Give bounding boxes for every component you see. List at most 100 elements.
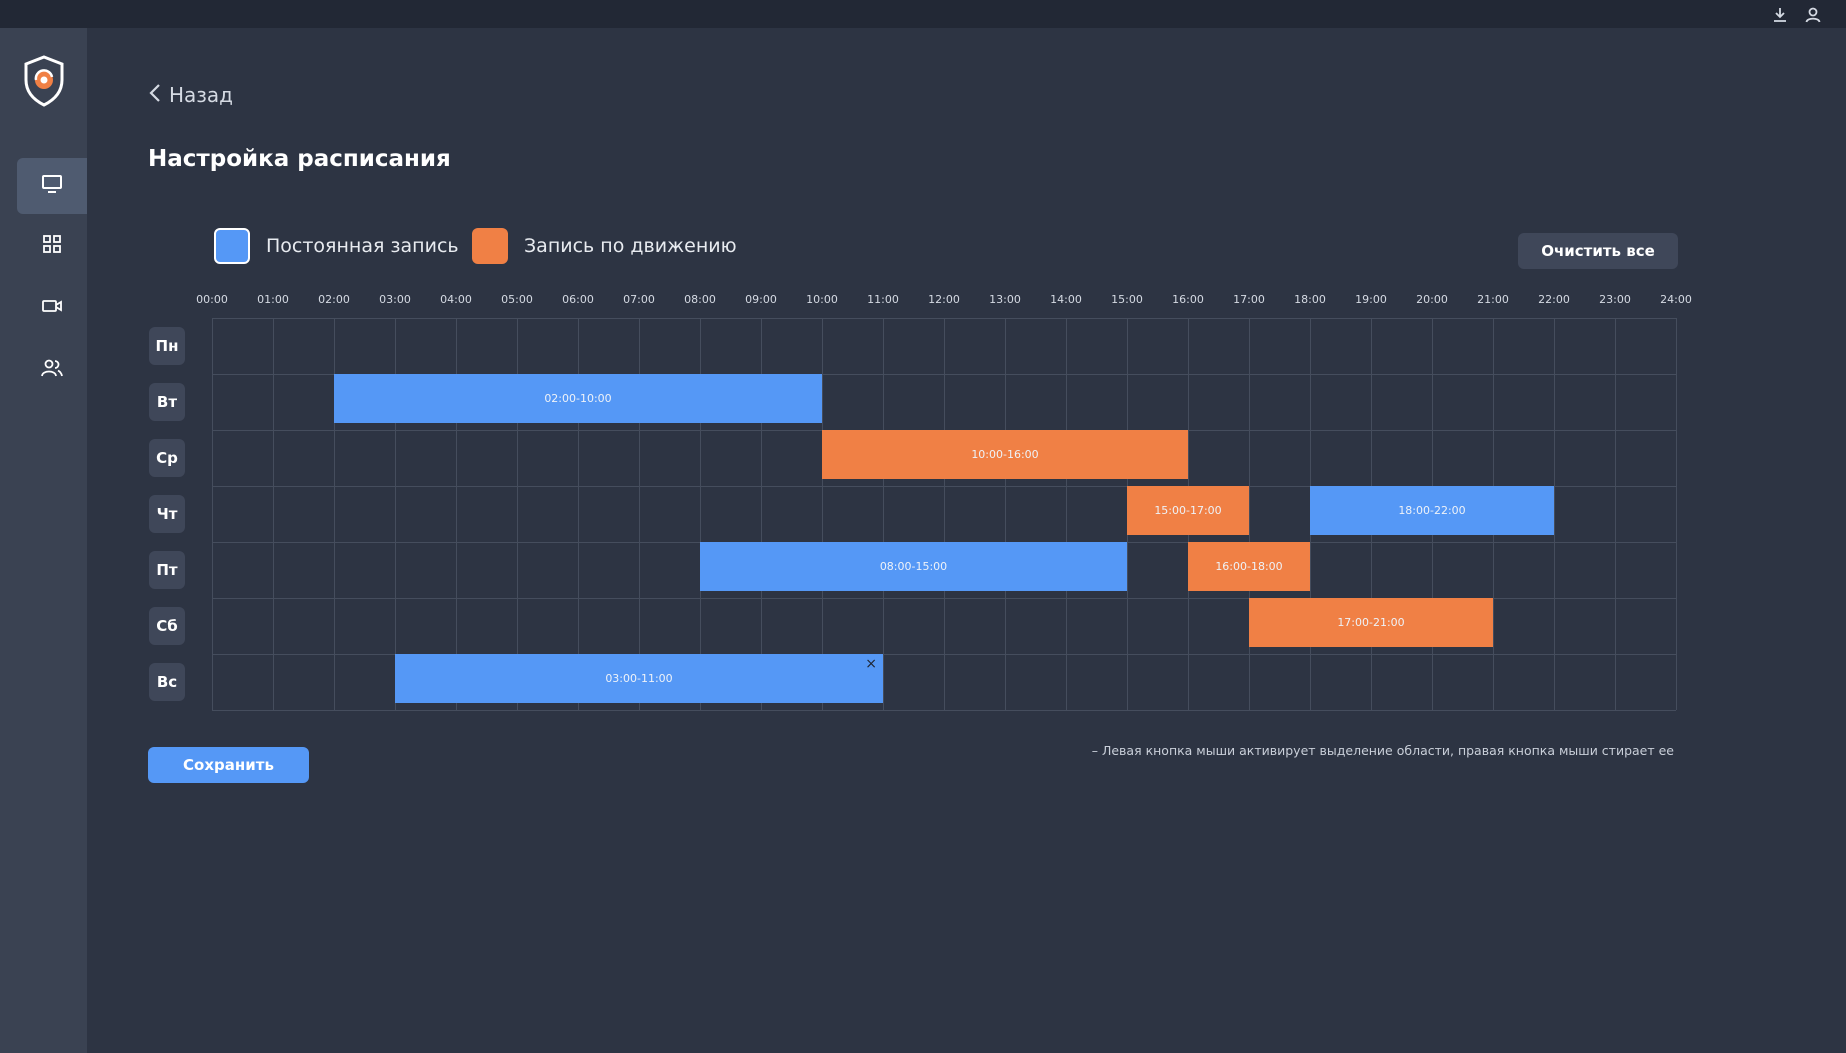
grid-hline bbox=[212, 598, 1676, 599]
hour-label: 04:00 bbox=[440, 293, 472, 306]
hour-label: 07:00 bbox=[623, 293, 655, 306]
hour-label: 12:00 bbox=[928, 293, 960, 306]
schedule-block-label: 02:00-10:00 bbox=[544, 392, 612, 405]
schedule-block-label: 15:00-17:00 bbox=[1154, 504, 1222, 517]
day-label[interactable]: Сб bbox=[149, 607, 185, 645]
clear-all-button[interactable]: Очистить все bbox=[1518, 233, 1678, 269]
save-button[interactable]: Сохранить bbox=[148, 747, 309, 783]
schedule-block-continuous[interactable]: 18:00-22:00 bbox=[1310, 486, 1554, 535]
camera-icon bbox=[41, 298, 63, 318]
grid-vline bbox=[639, 318, 640, 710]
hour-label: 05:00 bbox=[501, 293, 533, 306]
nav-camera[interactable] bbox=[17, 280, 87, 336]
grid-vline bbox=[1066, 318, 1067, 710]
hour-label: 20:00 bbox=[1416, 293, 1448, 306]
day-label[interactable]: Пт bbox=[149, 551, 185, 589]
schedule-block-continuous[interactable]: 08:00-15:00 bbox=[700, 542, 1127, 591]
grid-vline bbox=[700, 318, 701, 710]
hour-label: 15:00 bbox=[1111, 293, 1143, 306]
grid-hline bbox=[212, 710, 1676, 711]
grid-vline bbox=[1676, 318, 1677, 710]
schedule-grid[interactable]: 02:00-10:00 10:00-16:00 15:00-17:00 18:00-2… bbox=[212, 318, 1677, 711]
grid-vline bbox=[761, 318, 762, 710]
hour-label: 13:00 bbox=[989, 293, 1021, 306]
grid-vline bbox=[273, 318, 274, 710]
grid-vline bbox=[1554, 318, 1555, 710]
grid-vline bbox=[334, 318, 335, 710]
nav-users[interactable] bbox=[17, 342, 87, 398]
schedule-block-continuous[interactable]: 02:00-10:00 bbox=[334, 374, 822, 423]
schedule-block-label: 08:00-15:00 bbox=[879, 560, 948, 573]
legend-label-continuous: Постоянная запись bbox=[266, 235, 459, 257]
hour-label: 18:00 bbox=[1294, 293, 1326, 306]
day-label[interactable]: Вт bbox=[149, 383, 185, 421]
hour-label: 03:00 bbox=[379, 293, 411, 306]
user-icon[interactable] bbox=[1802, 4, 1824, 26]
hour-label: 02:00 bbox=[318, 293, 350, 306]
hour-label: 01:00 bbox=[257, 293, 289, 306]
schedule-block-label: 17:00-21:00 bbox=[1337, 616, 1405, 629]
hour-label: 09:00 bbox=[745, 293, 777, 306]
grid-vline bbox=[883, 318, 884, 710]
grid-vline bbox=[1615, 318, 1616, 710]
hour-label: 14:00 bbox=[1050, 293, 1082, 306]
users-icon bbox=[40, 358, 64, 382]
grid-vline bbox=[1005, 318, 1006, 710]
chevron-left-icon bbox=[149, 83, 161, 108]
schedule-block-continuous[interactable]: 03:00-11:00 × bbox=[395, 654, 883, 703]
grid-hline bbox=[212, 318, 1676, 319]
grid-vline bbox=[1249, 318, 1250, 710]
nav-grid[interactable] bbox=[17, 218, 87, 274]
download-icon[interactable] bbox=[1769, 4, 1791, 26]
nav-monitor[interactable] bbox=[17, 158, 87, 214]
grid-vline bbox=[578, 318, 579, 710]
grid-hline bbox=[212, 654, 1676, 655]
grid-vline bbox=[456, 318, 457, 710]
hour-label: 19:00 bbox=[1355, 293, 1387, 306]
hour-label: 00:00 bbox=[196, 293, 228, 306]
legend-swatch-continuous bbox=[214, 228, 250, 264]
shield-logo bbox=[22, 55, 66, 107]
monitor-icon bbox=[41, 174, 63, 198]
close-icon[interactable]: × bbox=[865, 656, 877, 672]
grid-vline bbox=[212, 318, 213, 710]
schedule-block-motion[interactable]: 17:00-21:00 bbox=[1249, 598, 1493, 647]
hour-label: 24:00 bbox=[1660, 293, 1692, 306]
legend-label-motion: Запись по движению bbox=[524, 235, 737, 257]
day-label[interactable]: Пн bbox=[149, 327, 185, 365]
schedule-block-motion[interactable]: 16:00-18:00 bbox=[1188, 542, 1310, 591]
hour-label: 17:00 bbox=[1233, 293, 1265, 306]
hour-label: 08:00 bbox=[684, 293, 716, 306]
schedule-block-motion[interactable]: 10:00-16:00 bbox=[822, 430, 1188, 479]
day-label[interactable]: Ср bbox=[149, 439, 185, 477]
hour-label: 23:00 bbox=[1599, 293, 1631, 306]
hour-label: 10:00 bbox=[806, 293, 838, 306]
grid-icon bbox=[42, 234, 62, 258]
day-label[interactable]: Чт bbox=[149, 495, 185, 533]
grid-vline bbox=[395, 318, 396, 710]
hour-label: 22:00 bbox=[1538, 293, 1570, 306]
page-title: Настройка расписания bbox=[148, 146, 451, 172]
schedule-block-label: 03:00-11:00 bbox=[605, 672, 673, 685]
schedule-block-motion[interactable]: 15:00-17:00 bbox=[1127, 486, 1249, 535]
grid-vline bbox=[944, 318, 945, 710]
main-content: Назад Настройка расписания Постоянная за… bbox=[87, 28, 1846, 1053]
day-label[interactable]: Вс bbox=[149, 663, 185, 701]
legend-swatch-motion bbox=[472, 228, 508, 264]
grid-hline bbox=[212, 374, 1676, 375]
back-label: Назад bbox=[169, 83, 234, 107]
grid-hline bbox=[212, 486, 1676, 487]
grid-vline bbox=[822, 318, 823, 710]
schedule-block-label: 10:00-16:00 bbox=[971, 448, 1039, 461]
hint-text: – Левая кнопка мыши активирует выделение… bbox=[1091, 743, 1674, 758]
schedule-block-label: 18:00-22:00 bbox=[1398, 504, 1466, 517]
hour-label: 11:00 bbox=[867, 293, 899, 306]
legend-continuous[interactable]: Постоянная запись bbox=[214, 228, 459, 264]
grid-vline bbox=[517, 318, 518, 710]
legend-motion[interactable]: Запись по движению bbox=[472, 228, 737, 264]
hour-label: 06:00 bbox=[562, 293, 594, 306]
schedule-block-label: 16:00-18:00 bbox=[1215, 560, 1283, 573]
hour-label: 16:00 bbox=[1172, 293, 1204, 306]
back-link[interactable]: Назад bbox=[149, 80, 233, 110]
sidebar bbox=[0, 28, 87, 1053]
